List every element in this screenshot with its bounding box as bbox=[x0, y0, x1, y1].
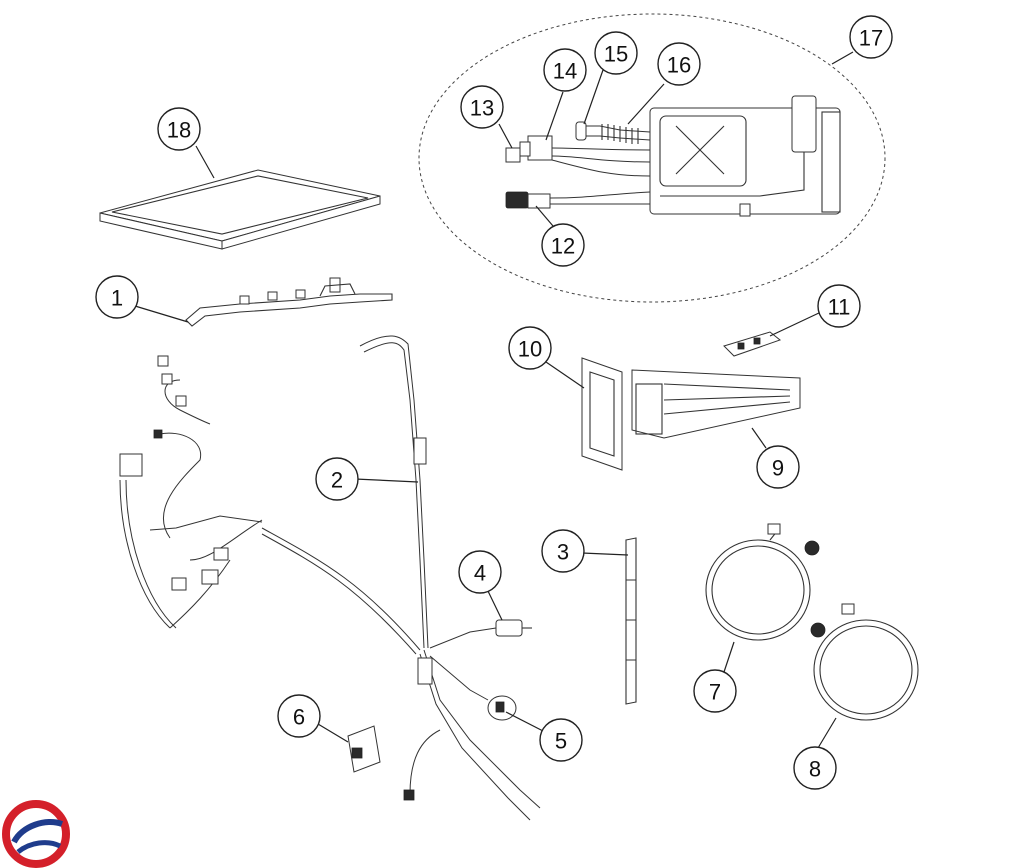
callout-2-label: 2 bbox=[331, 468, 343, 493]
part-1-control-bracket bbox=[185, 277, 393, 327]
callout-17: 17 bbox=[849, 15, 893, 59]
part-15-hose-clamp bbox=[575, 121, 587, 141]
callout-3-label: 3 bbox=[557, 540, 569, 565]
callout-13-label: 13 bbox=[470, 96, 494, 121]
part-12-valve-connector bbox=[505, 191, 651, 209]
part-3-strip bbox=[625, 537, 637, 705]
callout-2: 2 bbox=[315, 457, 359, 501]
logo-blue-swoosh bbox=[11, 819, 64, 844]
callout-1: 1 bbox=[95, 275, 139, 319]
part-4-sensor bbox=[495, 619, 532, 637]
callout-16-label: 16 bbox=[667, 53, 691, 78]
logo-blue-swoosh-2 bbox=[16, 840, 62, 855]
callout-6-label: 6 bbox=[293, 705, 305, 730]
part-14-inlet-valve bbox=[519, 135, 651, 177]
callout-11: 11 bbox=[817, 284, 861, 328]
callout-11-label: 11 bbox=[828, 295, 851, 320]
part-10-dispenser-front bbox=[581, 357, 623, 471]
callout-4-label: 4 bbox=[474, 561, 486, 586]
callout-12-label: 12 bbox=[551, 234, 575, 259]
callout-12: 12 bbox=[541, 223, 585, 267]
callout-16: 16 bbox=[657, 42, 701, 86]
callout-8: 8 bbox=[793, 746, 837, 790]
callout-7: 7 bbox=[693, 669, 737, 713]
logo-red-ring bbox=[2, 800, 70, 868]
brand-logo bbox=[2, 800, 70, 868]
callout-5-label: 5 bbox=[555, 729, 567, 754]
callout-5: 5 bbox=[539, 718, 583, 762]
part-16-hose bbox=[580, 124, 651, 144]
callout-4: 4 bbox=[458, 550, 502, 594]
callout-15: 15 bbox=[594, 31, 638, 75]
callout-10-label: 10 bbox=[518, 337, 542, 362]
callout-14: 14 bbox=[543, 48, 587, 92]
callout-3: 3 bbox=[541, 529, 585, 573]
part-17-group-outline bbox=[418, 13, 886, 303]
part-7-inlet-hose bbox=[705, 523, 820, 641]
part-13-valve-fitting bbox=[505, 147, 521, 163]
callout-18: 18 bbox=[157, 107, 201, 151]
part-5-pressure-sensor bbox=[487, 695, 517, 721]
callout-13: 13 bbox=[460, 85, 504, 129]
callout-1-label: 1 bbox=[111, 286, 123, 311]
part-18-top-panel bbox=[99, 169, 381, 250]
callout-18-label: 18 bbox=[167, 118, 191, 143]
leader-lines bbox=[134, 51, 854, 749]
part-6-door-lock bbox=[347, 725, 381, 773]
callout-15-label: 15 bbox=[604, 42, 628, 67]
part-9-dispenser-drawer bbox=[631, 369, 801, 439]
callout-14-label: 14 bbox=[553, 59, 577, 84]
part-17-tank-assembly bbox=[649, 95, 841, 217]
callout-10: 10 bbox=[508, 326, 552, 370]
callout-7-label: 7 bbox=[709, 680, 721, 705]
part-8-inlet-hose bbox=[810, 603, 919, 721]
callout-9: 9 bbox=[756, 445, 800, 489]
callout-17-label: 17 bbox=[859, 26, 883, 51]
callout-9-label: 9 bbox=[772, 456, 784, 481]
part-11-siphon-cap bbox=[723, 331, 782, 357]
part-2-wiring-harness bbox=[119, 335, 541, 821]
callout-8-label: 8 bbox=[809, 757, 821, 782]
callout-6: 6 bbox=[277, 694, 321, 738]
